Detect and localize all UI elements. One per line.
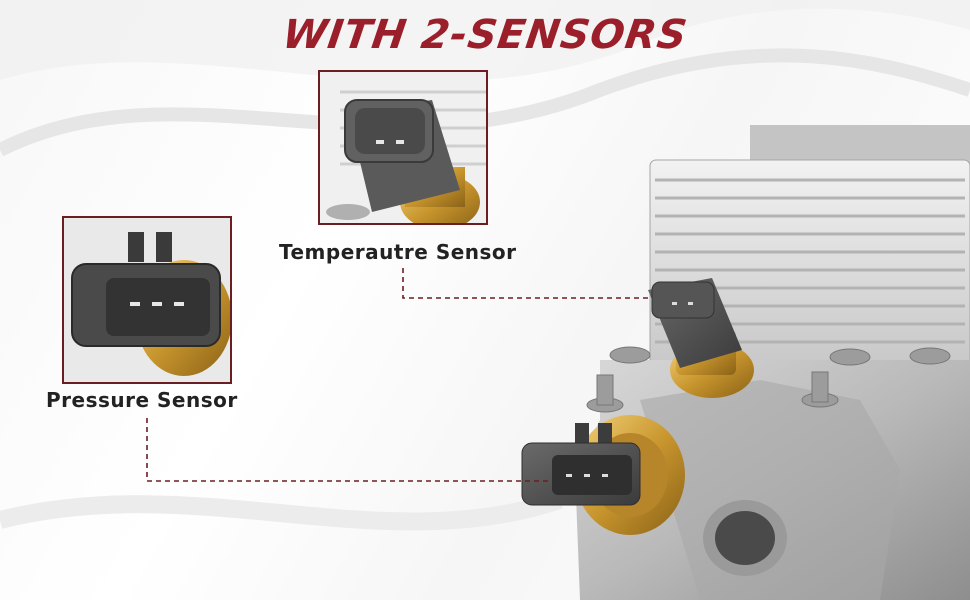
pressure-sensor-zoom: [62, 216, 232, 384]
temperature-sensor-zoom: [318, 70, 488, 225]
pressure-sensor-label: Pressure Sensor: [46, 388, 238, 412]
temperature-sensor-label: Temperautre Sensor: [279, 240, 517, 264]
